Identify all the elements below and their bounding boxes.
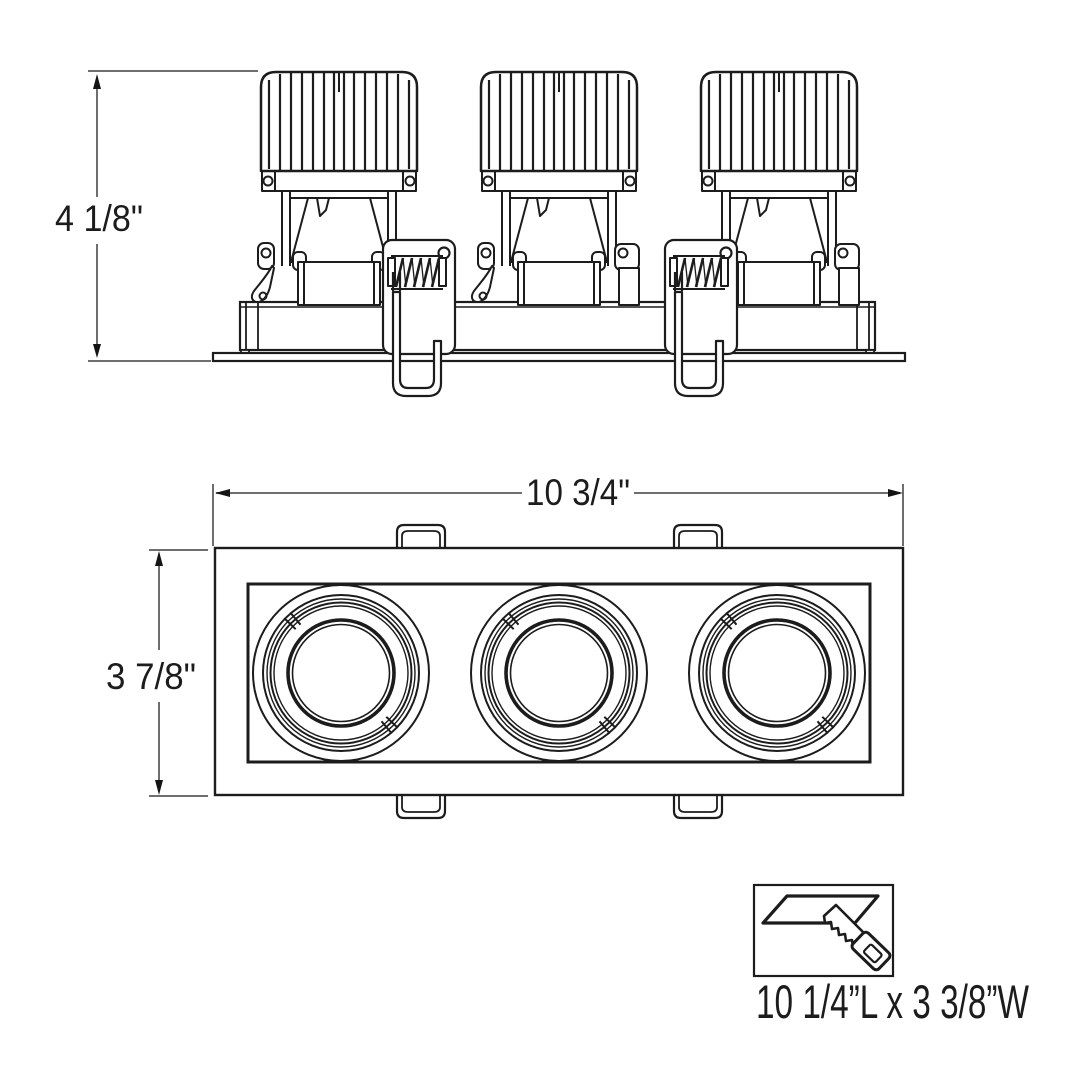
front-width-dimension: 10 3/4" <box>212 472 904 546</box>
saw-cutout-icon <box>761 894 892 972</box>
front-view: 10 3/4" 3 7/8" <box>106 472 905 820</box>
spring-clip-bracket-1 <box>381 238 457 398</box>
led-head-2 <box>470 70 641 307</box>
cutout-info: 10 1/4”L x 3 3/8”W <box>752 883 1029 1028</box>
front-height-dimension-label: 3 7/8" <box>106 656 196 697</box>
mounting-tab-bottom-left <box>395 792 447 820</box>
side-height-dimension-label: 4 1/8" <box>55 198 143 239</box>
trim-outer-edge <box>213 546 905 797</box>
mounting-tab-top-right <box>672 523 724 551</box>
mounting-tab-top-left <box>395 523 447 551</box>
cutout-size-caption: 10 1/4”L x 3 3/8”W <box>756 975 1029 1028</box>
trim-plate <box>211 351 907 363</box>
front-width-dimension-label: 10 3/4" <box>526 472 630 513</box>
side-view: 4 1/8" <box>55 70 907 398</box>
spring-clip-bracket-2 <box>663 238 739 398</box>
front-height-dimension: 3 7/8" <box>106 549 208 797</box>
mounting-tab-bottom-right <box>672 792 724 820</box>
housing-frame <box>238 300 877 358</box>
side-height-dimension: 4 1/8" <box>55 70 258 362</box>
